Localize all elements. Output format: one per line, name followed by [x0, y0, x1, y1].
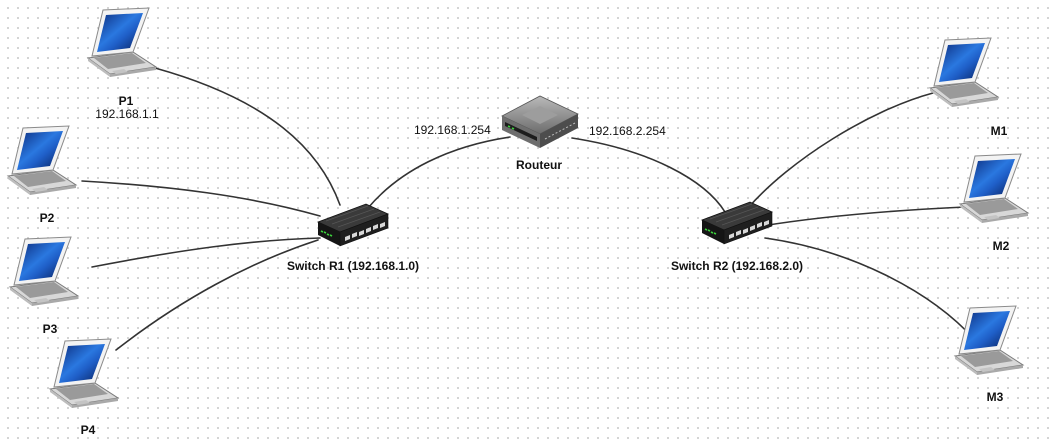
p3-label: P3	[42, 322, 58, 336]
cable-p2-r1	[81, 180, 321, 217]
cable-p1-r1	[154, 67, 341, 206]
cable-p3-r1	[91, 237, 321, 268]
cable-p4-r1	[115, 239, 319, 351]
laptop-p1-icon	[87, 7, 157, 78]
laptop-p2-icon	[7, 125, 77, 196]
switch-r1-label: Switch R1 (192.168.1.0)	[286, 259, 420, 273]
cable-r2-m3	[764, 237, 976, 341]
laptop-p3-icon	[9, 236, 79, 307]
laptop-m3-icon	[954, 305, 1024, 376]
p1-ip-label: 192.168.1.1	[95, 107, 159, 121]
cable-router-r2	[571, 137, 726, 213]
router-left-ip-label: 192.168.1.254	[414, 123, 491, 137]
p1-label: P1	[118, 94, 134, 108]
cable-r2-m1	[747, 92, 934, 209]
cable-r1-router	[367, 136, 511, 209]
m2-label: M2	[992, 239, 1010, 253]
cable-r2-m2	[761, 206, 966, 227]
router-icon	[501, 95, 579, 148]
laptop-m1-icon	[929, 37, 999, 108]
switch-r2-label: Switch R2 (192.168.2.0)	[670, 259, 804, 273]
switch-r1-icon	[317, 203, 389, 247]
m3-label: M3	[986, 390, 1004, 404]
laptop-p4-icon	[49, 338, 119, 409]
p4-label: P4	[80, 423, 96, 437]
router-label: Routeur	[516, 158, 562, 172]
laptop-m2-icon	[959, 153, 1029, 224]
router-right-ip-label: 192.168.2.254	[589, 124, 666, 138]
cables	[81, 67, 976, 351]
p2-label: P2	[39, 211, 55, 225]
m1-label: M1	[990, 124, 1008, 138]
switch-r2-icon	[701, 201, 773, 245]
